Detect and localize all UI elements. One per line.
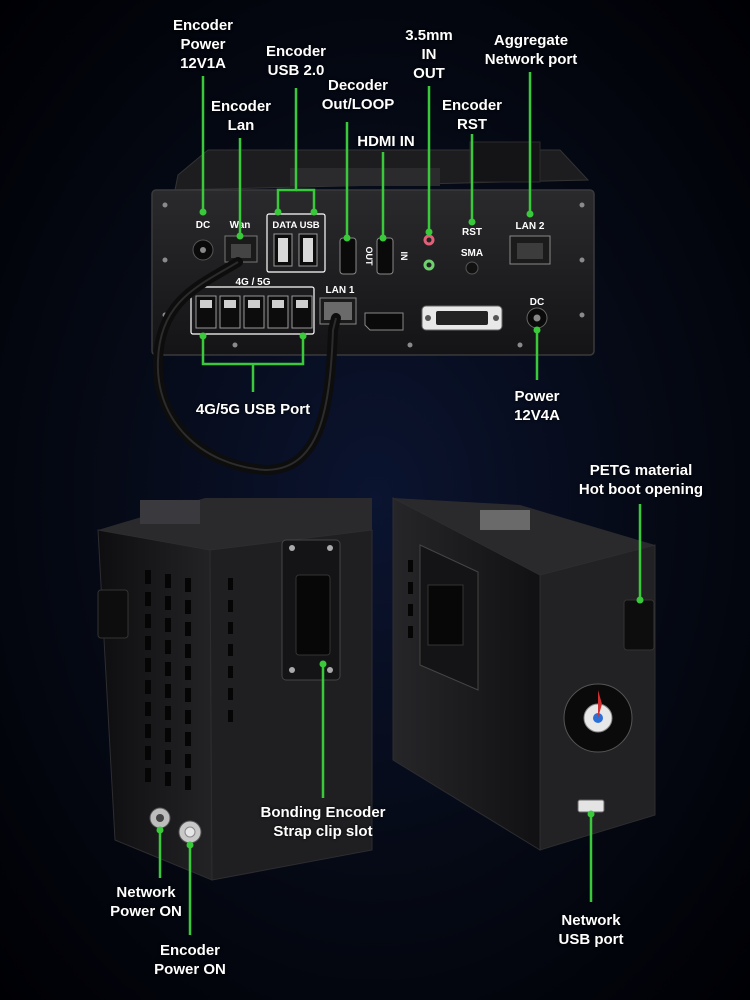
callout-power-12v4a: Power 12V4A [502,387,572,425]
callout-encoder-power-line2: Power [180,36,226,53]
callout-audio: 3.5mm IN OUT [396,26,462,83]
callout-audio-line1: 3.5mm [405,27,453,44]
panel-label-rst: RST [462,227,482,238]
callout-encoder-usb-line1: Encoder [265,43,326,60]
hdmi-in-port [376,237,394,275]
callout-encoder-lan-line2: Lan [227,117,255,134]
side-view-device-right [392,497,656,851]
callout-decoder-out-line1: Decoder [327,77,389,94]
callout-petg-line1: PETG material [589,462,693,479]
rear-panel-device: DC Wan DATA USB OUT IN RST SMA LAN 2 [151,141,595,476]
callout-aggregate-line2: Network port [484,51,578,68]
panel-label-out: OUT [364,247,374,267]
callout-decoder-out: Decoder Out/LOOP [321,76,395,114]
callout-encoder-power-on-line1: Encoder [159,942,220,959]
callout-lines [158,72,642,935]
callout-encoder-power-line3: 12V1A [180,55,226,72]
callout-power-12v4a-line1: Power [514,388,560,405]
callout-network-usb: Network USB port [552,911,630,949]
displayport [364,312,404,331]
panel-label-in: IN [399,252,409,261]
side-view-device-left [97,498,373,881]
callout-encoder-rst: Encoder RST [434,96,510,134]
callout-strap-clip-line2: Strap clip slot [273,823,373,840]
panel-label-lan2: LAN 2 [516,221,545,232]
panel-label-dc-left: DC [196,220,210,231]
callout-aggregate: Aggregate Network port [476,31,586,69]
callout-encoder-rst-line1: Encoder [441,97,502,114]
callout-network-power-on: Network Power ON [106,883,186,921]
callout-encoder-rst-line2: RST [457,116,487,133]
callout-4g5g-usb: 4G/5G USB Port [188,400,318,419]
callout-aggregate-line1: Aggregate [493,32,569,49]
callout-audio-line2: IN [421,46,437,63]
callout-network-usb-line2: USB port [558,931,624,948]
panel-label-sma: SMA [461,248,483,259]
callout-network-power-on-line2: Power ON [110,903,182,920]
panel-label-4g5g: 4G / 5G [235,277,270,288]
callout-encoder-usb-line2: USB 2.0 [267,62,325,79]
callout-decoder-out-line2: Out/LOOP [321,96,395,113]
callout-network-power-on-line1: Network [116,884,176,901]
callout-strap-clip-line1: Bonding Encoder [260,804,386,821]
callout-encoder-power-line1: Encoder [172,17,233,34]
callout-encoder-lan-line1: Encoder [210,98,271,115]
panel-label-dc-right: DC [530,297,544,308]
callout-network-usb-line1: Network [561,912,621,929]
callout-dots [156,208,644,849]
callout-strap-clip: Bonding Encoder Strap clip slot [256,803,390,841]
callout-encoder-power-on-line2: Power ON [154,961,226,978]
callout-encoder-usb: Encoder USB 2.0 [255,42,337,80]
panel-label-data-usb: DATA USB [272,220,319,231]
network-usb-port [577,799,605,813]
callout-4g5g-usb-line1: 4G/5G USB Port [195,401,311,418]
petg-clip [623,599,655,651]
callout-encoder-power: Encoder Power 12V1A [167,16,239,73]
callout-petg: PETG material Hot boot opening [572,461,710,499]
callout-petg-line2: Hot boot opening [578,481,704,498]
callout-hdmi-in: HDMI IN [350,132,422,151]
callout-power-12v4a-line2: 12V4A [514,407,560,424]
hdmi-out-port [339,237,357,275]
sma-connector [465,261,479,275]
callout-audio-line3: OUT [413,65,445,82]
callout-encoder-lan: Encoder Lan [204,97,278,135]
callout-encoder-power-on: Encoder Power ON [148,941,232,979]
callout-hdmi-in-line1: HDMI IN [357,133,415,150]
panel-label-lan1: LAN 1 [326,285,355,296]
